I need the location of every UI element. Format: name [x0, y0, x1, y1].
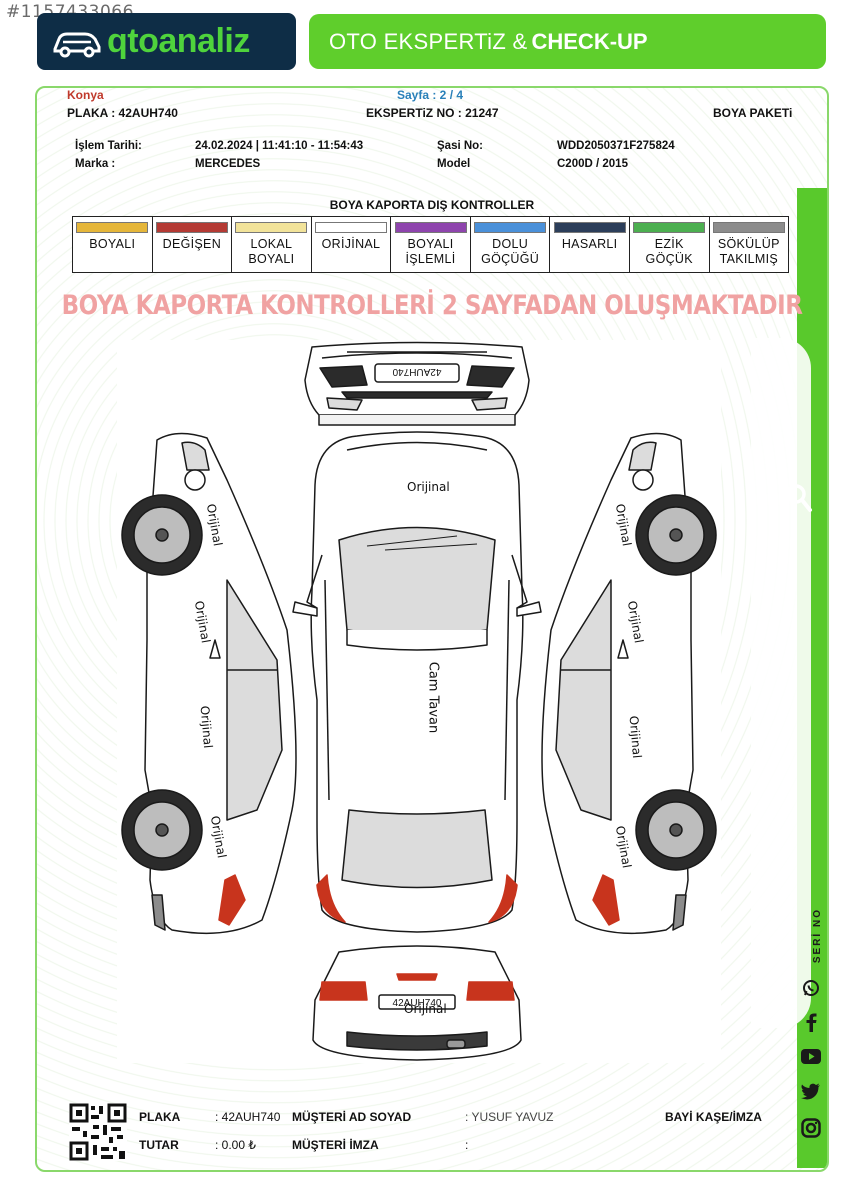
whatsapp-icon[interactable]	[801, 978, 821, 998]
hood-label: Orijinal	[407, 480, 450, 494]
city-label: Konya	[67, 88, 104, 102]
legend-swatch	[553, 222, 626, 233]
legend-label-line: BOYALI	[89, 237, 136, 251]
chassis-label: Şasi No:	[437, 140, 484, 152]
qr-code-icon[interactable]	[69, 1103, 127, 1161]
footer-plate-label: PLAKA	[139, 1110, 181, 1124]
legend-swatch	[633, 222, 706, 233]
car-left-side-view	[121, 432, 297, 935]
expertise-number: EKSPERTiZ NO : 21247	[366, 106, 499, 120]
legend-label-line: İŞLEMLİ	[405, 252, 456, 266]
date-value: 24.02.2024 | 11:41:10 - 11:54:43	[195, 140, 364, 152]
legend-item: ORİJİNAL	[312, 217, 392, 272]
legend-item: DEĞİŞEN	[153, 217, 233, 272]
youtube-icon[interactable]	[801, 1046, 821, 1066]
banner-title-bold: CHECK-UP	[531, 28, 648, 54]
footer-plate-value: : 42AUH740	[215, 1110, 281, 1124]
legend-label-line: GÖÇÜĞÜ	[481, 252, 540, 266]
legend-item: BOYALI	[73, 217, 153, 272]
front-plate-text: 42AUH740	[392, 366, 441, 377]
page-notice: BOYA KAPORTA KONTROLLERİ 2 SAYFADAN OLUŞ…	[61, 291, 803, 321]
instagram-icon[interactable]	[801, 1118, 821, 1138]
package-name: BOYA PAKETi	[713, 106, 793, 120]
legend-label: BOYALI	[89, 237, 135, 252]
customer-signature-value: :	[465, 1138, 469, 1152]
legend-label-line: TAKILMIŞ	[719, 252, 778, 266]
legend-label: HASARLI	[562, 237, 618, 252]
plate-header: PLAKA : 42AUH740	[67, 106, 178, 120]
legend-label-line: DOLU	[492, 237, 529, 251]
page-indicator: Sayfa : 2 / 4	[397, 88, 464, 102]
report-footer: PLAKA : 42AUH740 TUTAR : 0.00 ₺ MÜŞTERİ …	[37, 1088, 827, 1170]
legend-label-line: BOYALI	[248, 252, 295, 266]
model-value: C200D / 2015	[557, 158, 628, 170]
car-front-view	[304, 341, 530, 426]
legend-swatch	[474, 222, 547, 233]
car-right-side-view	[541, 432, 717, 935]
legend-swatch	[155, 222, 228, 233]
make-value: MERCEDES	[195, 158, 261, 170]
car-outline-diagram: 42AUH740 42AUH740	[121, 341, 717, 1061]
roof-label: Cam Tavan	[425, 661, 441, 734]
legend-swatch	[314, 222, 387, 233]
legend-item: HASARLI	[550, 217, 630, 272]
footer-amount-value: : 0.00 ₺	[215, 1138, 256, 1152]
legend-label-line: ORİJİNAL	[321, 237, 381, 251]
chassis-value: WDD2050371F275824	[557, 140, 675, 152]
legend-swatch	[76, 222, 149, 233]
banner-title: OTO EKSPERTiZ &	[329, 28, 528, 54]
legend-label: ORİJİNAL	[322, 237, 381, 252]
customer-name-value: : YUSUF YAVUZ	[465, 1110, 554, 1124]
legend-swatch	[235, 222, 308, 233]
header-banner: OTO EKSPERTiZ & CHECK-UP	[309, 14, 826, 69]
serial-no-label: SERİ NO	[812, 908, 823, 964]
brand-logo: qtoanaliz	[37, 13, 296, 70]
car-damage-diagram: 42AUH740 42AUH740 Orijinal Cam Tavan Ori…	[117, 340, 721, 1063]
search-icon[interactable]	[785, 483, 813, 513]
twitter-icon[interactable]	[801, 1081, 821, 1101]
car-top-view	[292, 431, 542, 933]
facebook-icon[interactable]	[801, 1012, 821, 1032]
customer-signature-label: MÜŞTERİ İMZA	[292, 1138, 379, 1152]
legend-label-line: EZİK	[654, 237, 684, 251]
legend-label-line: LOKAL	[250, 237, 293, 251]
make-label: Marka :	[75, 158, 116, 170]
legend-label: DEĞİŞEN	[163, 237, 221, 252]
section-title: BOYA KAPORTA DIŞ KONTROLLER	[329, 198, 535, 212]
car-logo-icon	[53, 32, 101, 57]
report-document: SERİ NO Konya Sayfa : 2 / 4 PLAKA : 42AU…	[35, 86, 829, 1172]
legend-swatch	[394, 222, 467, 233]
legend-label-line: SÖKÜLÜP	[717, 237, 780, 251]
footer-amount-label: TUTAR	[139, 1138, 179, 1152]
legend-label-line: HASARLI	[561, 237, 618, 251]
rear-plate-text: 42AUH740	[393, 998, 442, 1009]
model-label: Model	[437, 158, 471, 170]
customer-name-label: MÜŞTERİ AD SOYAD	[292, 1110, 412, 1124]
legend-label-line: BOYALI	[407, 237, 454, 251]
dealer-stamp-label: BAYİ KAŞE/İMZA	[665, 1110, 762, 1124]
legend-label-line: DEĞİŞEN	[162, 237, 222, 251]
car-rear-view	[312, 945, 522, 1061]
legend-swatch	[712, 222, 785, 233]
side-curve	[751, 338, 811, 1028]
legend-label-line: GÖÇÜK	[645, 252, 693, 266]
date-label: İşlem Tarihi:	[75, 140, 142, 152]
rear-label: Orijinal	[404, 1002, 447, 1016]
logo-text: qtoanaliz	[107, 22, 250, 60]
